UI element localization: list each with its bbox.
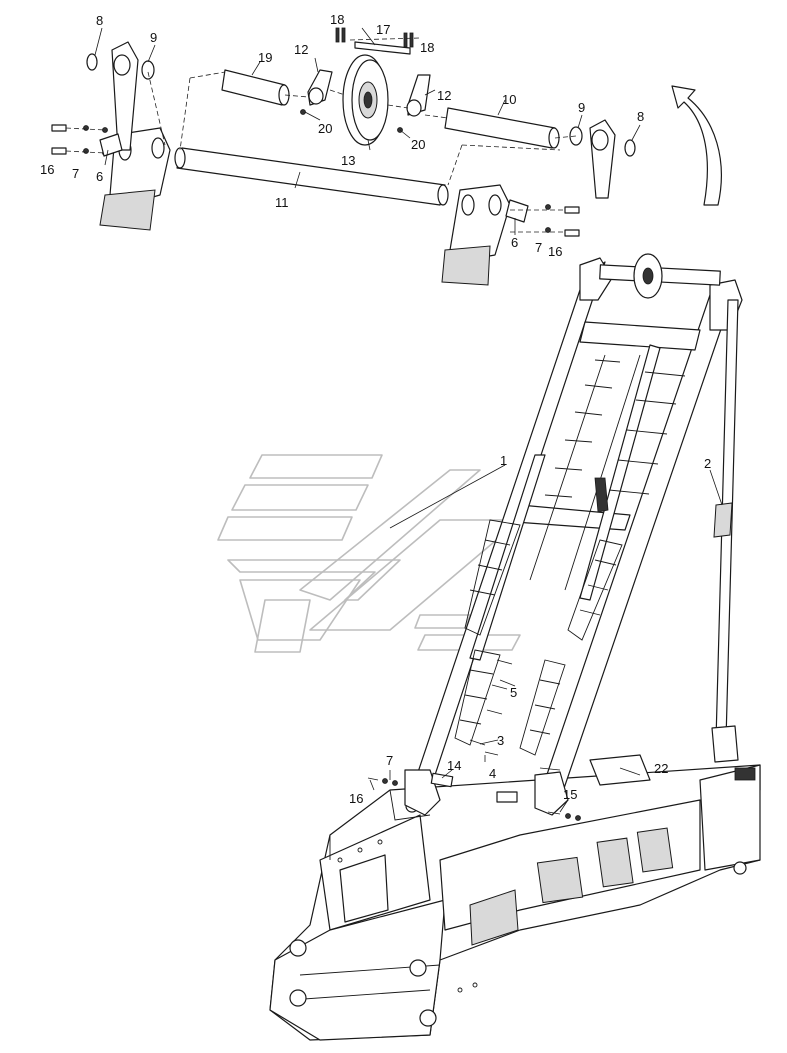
direction-arrow bbox=[671, 85, 722, 206]
callout-7b: 7 bbox=[535, 240, 542, 255]
ladders-5 bbox=[454, 519, 623, 756]
callout-15: 15 bbox=[563, 787, 577, 802]
callout-8a: 8 bbox=[96, 13, 103, 28]
callout-7c: 7 bbox=[386, 753, 393, 768]
callout-16b: 16 bbox=[548, 244, 562, 259]
leader-lines bbox=[94, 27, 723, 813]
callout-12b: 12 bbox=[437, 88, 451, 103]
callout-14: 14 bbox=[447, 758, 461, 773]
boom-frame-1 bbox=[404, 253, 743, 816]
lower-hardware bbox=[367, 739, 581, 821]
callout-labels: 1 2 3 4 5 6 6 7 7 7 8 8 9 9 10 11 12 12 … bbox=[40, 12, 711, 806]
callout-5: 5 bbox=[510, 685, 517, 700]
callout-10: 10 bbox=[502, 92, 516, 107]
callout-20b: 20 bbox=[411, 137, 425, 152]
callout-18b: 18 bbox=[420, 40, 434, 55]
callout-18a: 18 bbox=[330, 12, 344, 27]
tie-rod-2 bbox=[711, 299, 739, 763]
callout-11: 11 bbox=[275, 195, 289, 210]
callout-2: 2 bbox=[704, 456, 711, 471]
callout-19: 19 bbox=[258, 50, 272, 65]
callout-12a: 12 bbox=[294, 42, 308, 57]
callout-17: 17 bbox=[376, 22, 390, 37]
callout-7a: 7 bbox=[72, 166, 79, 181]
callout-8b: 8 bbox=[637, 109, 644, 124]
callout-22: 22 bbox=[654, 761, 668, 776]
callout-20a: 20 bbox=[318, 121, 332, 136]
callout-16a: 16 bbox=[40, 162, 54, 177]
callout-13: 13 bbox=[341, 153, 355, 168]
callout-9b: 9 bbox=[578, 100, 585, 115]
main-frame-22 bbox=[269, 754, 761, 1041]
callout-6a: 6 bbox=[96, 169, 103, 184]
callout-16c: 16 bbox=[349, 791, 363, 806]
top-exploded-assembly bbox=[51, 27, 636, 286]
callout-6b: 6 bbox=[511, 235, 518, 250]
callout-3: 3 bbox=[497, 733, 504, 748]
callout-9a: 9 bbox=[150, 30, 157, 45]
callout-4: 4 bbox=[489, 766, 496, 781]
callout-1: 1 bbox=[500, 453, 507, 468]
